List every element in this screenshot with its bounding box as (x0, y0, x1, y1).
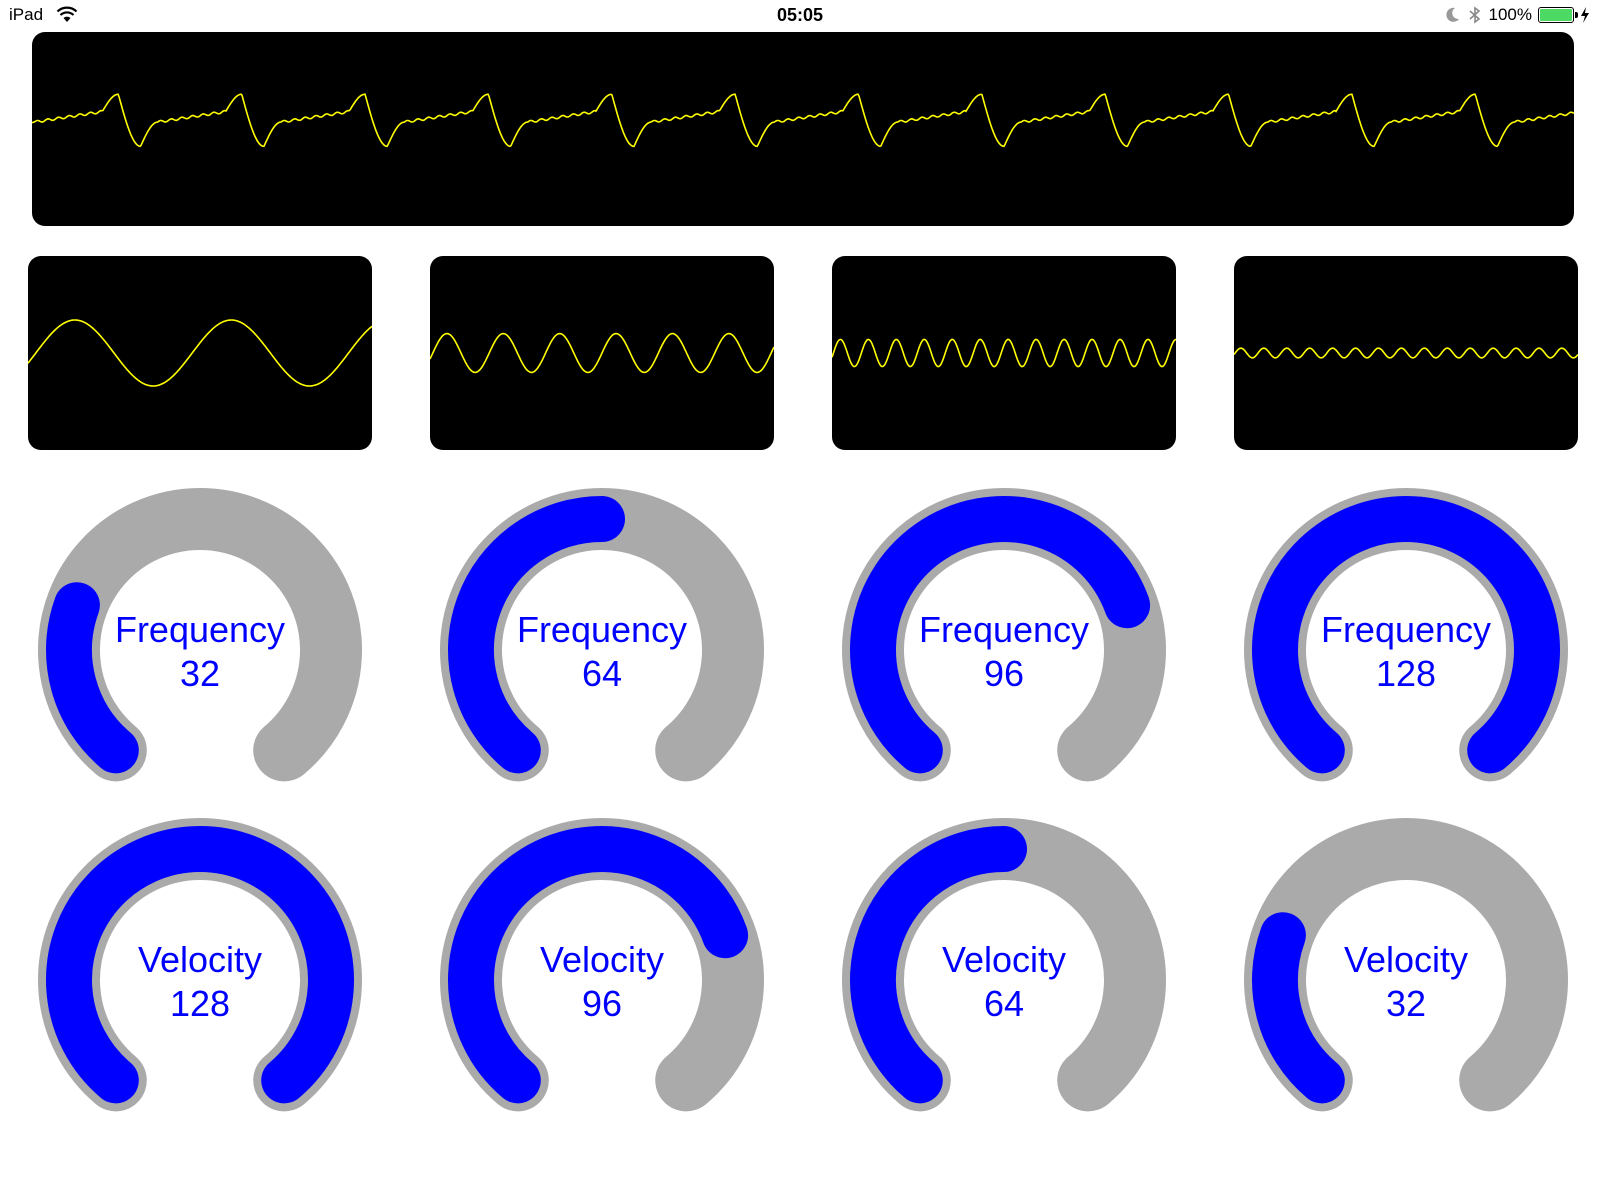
knob-readout: Frequency 32 (28, 608, 372, 696)
knob-value: 32 (179, 653, 221, 694)
waveform-trace-3 (832, 338, 1176, 368)
device-name: iPad (9, 5, 44, 24)
knob-label: Frequency (114, 609, 286, 650)
knob-label: Frequency (918, 609, 1090, 650)
knob-value: 128 (169, 983, 231, 1024)
knob-value: 64 (983, 983, 1025, 1024)
main-waveform-display (32, 32, 1574, 226)
waveform-display-4 (1234, 256, 1578, 450)
waveform-trace-1 (28, 319, 372, 387)
waveform-trace-4 (1234, 347, 1578, 359)
knob-value: 32 (1385, 983, 1427, 1024)
frequency-knob-4[interactable]: Frequency 128 (1234, 482, 1578, 792)
waveform-display-3 (832, 256, 1176, 450)
knob-label: Velocity (137, 939, 263, 980)
knob-label: Velocity (941, 939, 1067, 980)
knob-value-arc (448, 496, 625, 774)
status-bar: iPad 05:05 100% (0, 0, 1600, 30)
status-time: 05:05 (776, 5, 824, 25)
knob-label: Frequency (516, 609, 688, 650)
knob-label: Velocity (539, 939, 665, 980)
knob-value-arc (850, 496, 1151, 774)
knob-readout: Frequency 128 (1234, 608, 1578, 696)
knob-readout: Velocity 32 (1234, 938, 1578, 1026)
wifi-icon (56, 6, 78, 22)
knob-value-arc (850, 826, 1027, 1104)
knob-value-arc (1252, 912, 1345, 1104)
knob-value-arc (448, 826, 749, 1104)
moon-icon (1445, 7, 1459, 22)
waveform-trace-2 (430, 332, 774, 374)
frequency-knob-3[interactable]: Frequency 96 (832, 482, 1176, 792)
velocity-knob-4[interactable]: Velocity 32 (1234, 812, 1578, 1122)
velocity-knob-1[interactable]: Velocity 128 (28, 812, 372, 1122)
bluetooth-icon (1468, 6, 1480, 24)
battery-icon (1538, 7, 1578, 23)
knob-value-arc (1252, 496, 1560, 774)
knob-value: 64 (581, 653, 623, 694)
knob-readout: Frequency 96 (832, 608, 1176, 696)
main-waveform-trace (32, 93, 1574, 148)
frequency-knob-1[interactable]: Frequency 32 (28, 482, 372, 792)
frequency-knob-2[interactable]: Frequency 64 (430, 482, 774, 792)
knob-label: Frequency (1320, 609, 1492, 650)
status-right-group: 100% (1445, 4, 1590, 26)
knob-label: Velocity (1343, 939, 1469, 980)
knob-value: 96 (581, 983, 623, 1024)
velocity-knob-2[interactable]: Velocity 96 (430, 812, 774, 1122)
knob-value: 96 (983, 653, 1025, 694)
waveform-display-1 (28, 256, 372, 450)
knob-value-arc (46, 582, 139, 774)
battery-percent: 100% (1488, 5, 1532, 24)
knob-readout: Velocity 64 (832, 938, 1176, 1026)
velocity-knob-3[interactable]: Velocity 64 (832, 812, 1176, 1122)
charging-bolt-icon (1581, 7, 1589, 23)
knob-readout: Velocity 96 (430, 938, 774, 1026)
knob-readout: Frequency 64 (430, 608, 774, 696)
waveform-display-2 (430, 256, 774, 450)
knob-readout: Velocity 128 (28, 938, 372, 1026)
knob-value-arc (46, 826, 354, 1104)
knob-value: 128 (1375, 653, 1437, 694)
